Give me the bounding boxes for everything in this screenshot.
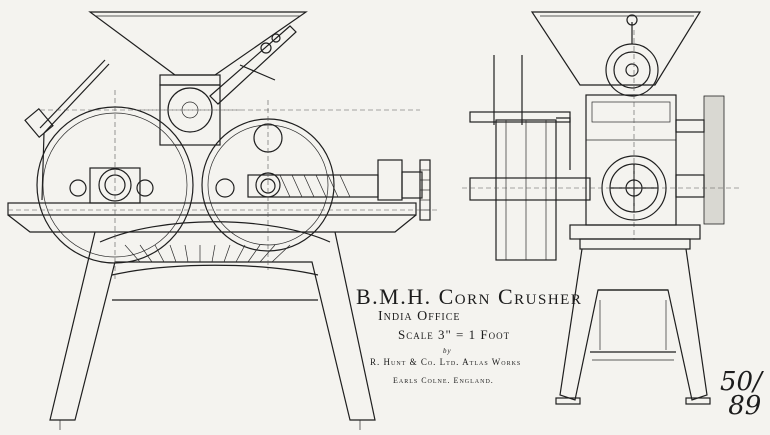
manufacturer-location: Earls Colne. England. — [393, 376, 494, 385]
drawing-title: B.M.H. Corn Crusher — [356, 284, 583, 309]
by-label: by — [443, 347, 452, 355]
sheet-number: 50/ 89 — [720, 367, 762, 421]
end-base — [569, 224, 701, 250]
end-shafts — [462, 30, 740, 240]
drawing-scale: Scale 3" = 1 Foot — [398, 327, 511, 342]
end-flywheel — [675, 95, 725, 225]
manufacturer: R. Hunt & Co. Ltd. Atlas Works — [370, 357, 522, 367]
feed-lever — [209, 25, 297, 105]
roller-housing — [140, 84, 240, 146]
crusher-body — [585, 94, 677, 226]
frame-ribs — [124, 244, 291, 263]
end-elevation — [462, 11, 740, 405]
hopper — [88, 11, 308, 86]
handwheel — [401, 159, 431, 221]
side-elevation — [7, 11, 440, 430]
worm-gear — [247, 159, 403, 201]
stand-frame — [49, 221, 376, 430]
drawing-subtitle: India Office — [378, 309, 461, 324]
adjusting-wheel — [605, 14, 659, 97]
end-hopper — [530, 11, 702, 86]
side-handle — [24, 59, 110, 201]
pulley-plates — [469, 55, 571, 261]
end-stand — [555, 248, 711, 405]
bed-plate — [7, 202, 440, 233]
